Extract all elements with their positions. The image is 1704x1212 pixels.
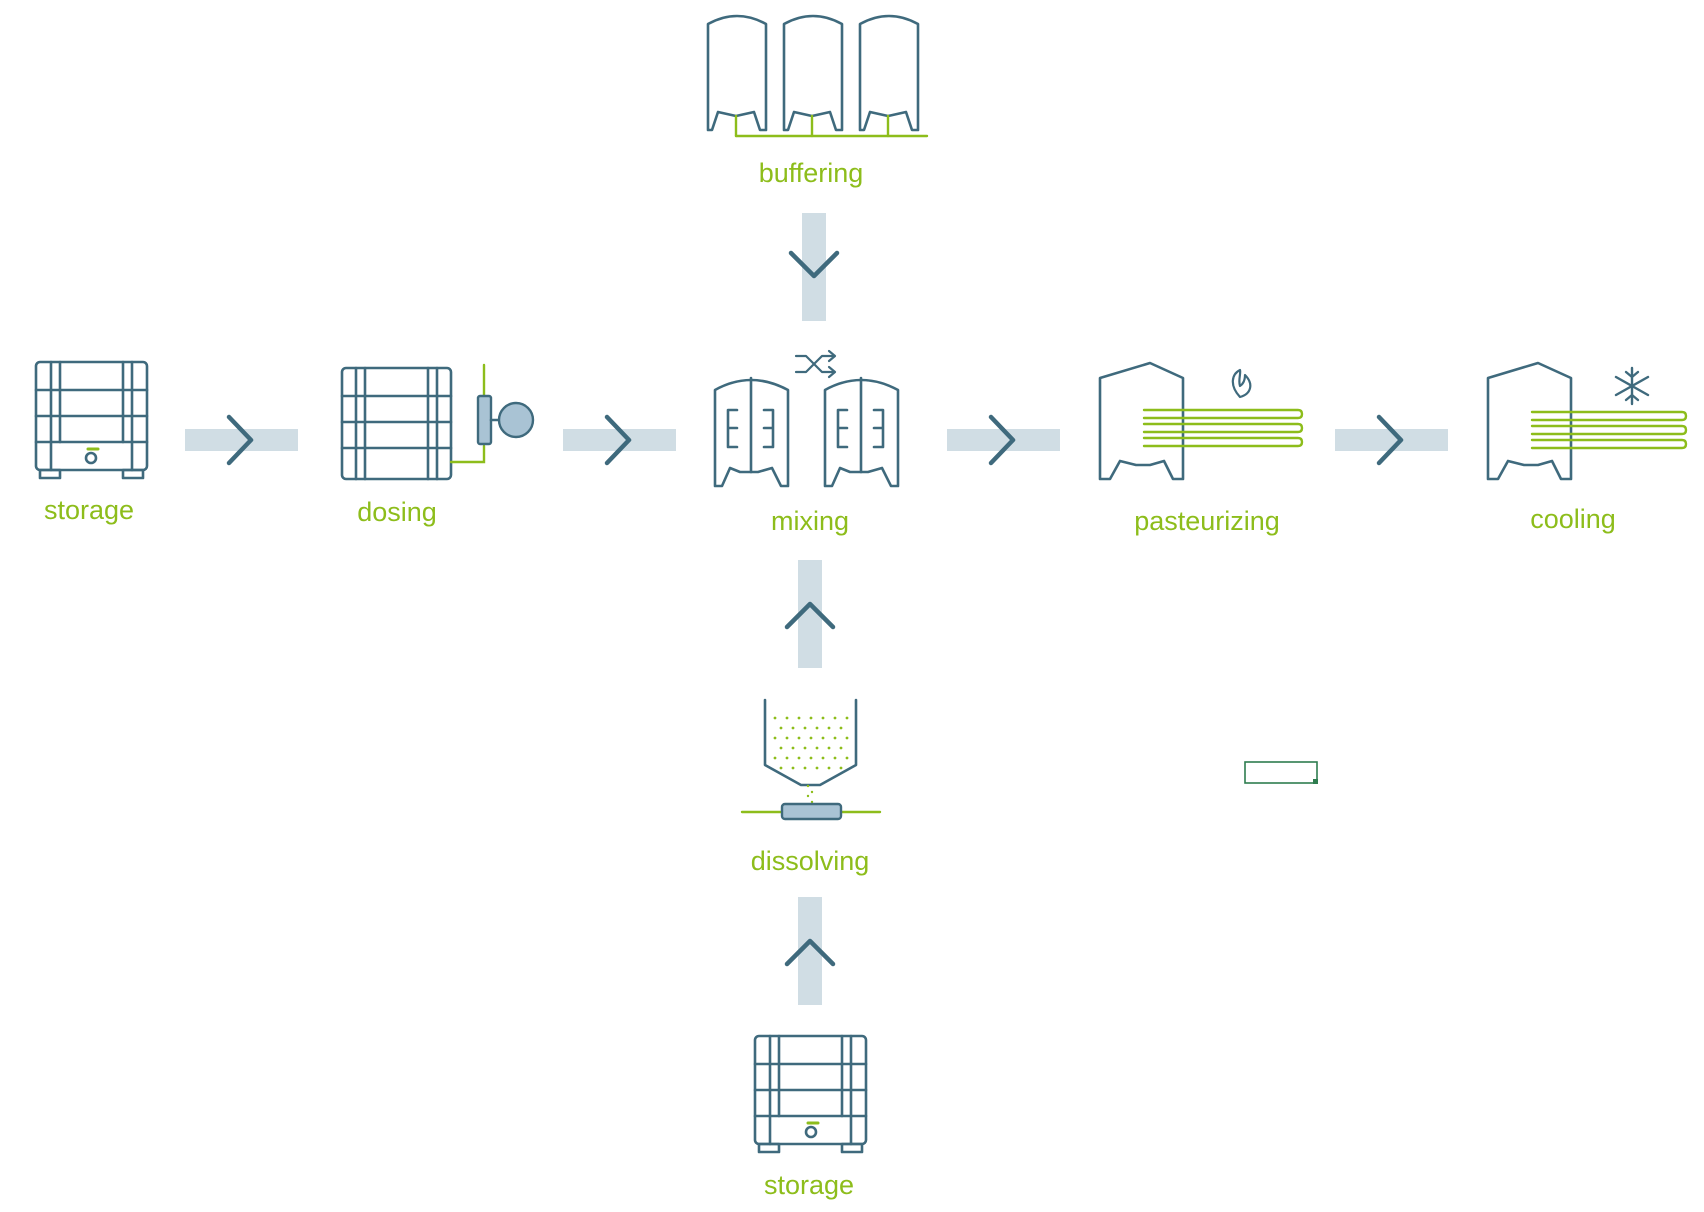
storage-left-node: storage (34, 360, 149, 525)
powder-dot (845, 736, 849, 740)
ibc-container-icon (753, 1034, 868, 1154)
powder-dot (827, 766, 831, 770)
powder-dot (810, 790, 814, 794)
powder-dots (773, 716, 849, 804)
mixing-node: mixing (713, 349, 900, 536)
arrow-storage-to-dosing (185, 414, 298, 466)
storage-bottom-node: storage (753, 1034, 868, 1200)
powder-dot (821, 756, 825, 760)
heating-coil (1142, 408, 1304, 448)
arrow-storage-to-dissolving (784, 897, 836, 1005)
powder-dot (785, 756, 789, 760)
powder-dot (809, 716, 813, 720)
powder-dot (785, 716, 789, 720)
powder-dot (845, 716, 849, 720)
powder-dot (839, 726, 843, 730)
powder-dot (803, 746, 807, 750)
pasteurizing-node: pasteurizing (1098, 361, 1304, 536)
powder-dot (827, 746, 831, 750)
container-with-pump-icon (340, 363, 535, 481)
powder-dot (791, 746, 795, 750)
powder-dot (797, 736, 801, 740)
powder-dot (773, 736, 777, 740)
powder-dot (797, 756, 801, 760)
powder-dot (791, 766, 795, 770)
dosing-label: dosing (357, 497, 437, 527)
powder-dot (806, 784, 810, 788)
buffering-node: buffering (706, 14, 929, 188)
powder-dot (821, 736, 825, 740)
pasteurizing-label: pasteurizing (1134, 506, 1280, 536)
powder-dot (779, 746, 783, 750)
powder-dot (827, 726, 831, 730)
powder-dot (815, 766, 819, 770)
snowflake-icon (1614, 366, 1650, 406)
tank-with-cooling-coil-icon (1486, 361, 1688, 481)
powder-dot (833, 716, 837, 720)
arrow-dosing-to-mixing (563, 414, 676, 466)
twin-mixing-tanks-icon (713, 349, 900, 488)
powder-dot (810, 800, 814, 804)
powder-dot (803, 726, 807, 730)
arrow-pasteurizing-to-cooling (1335, 414, 1448, 466)
powder-dot (809, 756, 813, 760)
selection-marker (1244, 761, 1318, 784)
buffering-label: buffering (759, 158, 864, 188)
storage-left-label: storage (44, 495, 134, 525)
powder-dot (773, 716, 777, 720)
powder-dot (797, 716, 801, 720)
cooling-node: cooling (1486, 361, 1688, 534)
ibc-container-icon (34, 360, 149, 480)
cooling-label: cooling (1530, 504, 1616, 534)
hopper-icon (740, 698, 882, 821)
powder-dot (839, 766, 843, 770)
powder-dot (803, 766, 807, 770)
arrow-buffering-to-mixing (788, 213, 840, 321)
cooling-coil (1530, 410, 1688, 450)
powder-dot (821, 716, 825, 720)
powder-dot (809, 736, 813, 740)
powder-dot (779, 726, 783, 730)
arrow-mixing-to-pasteurizing (947, 414, 1060, 466)
powder-dot (833, 756, 837, 760)
mixing-label: mixing (771, 506, 849, 536)
powder-dot (839, 746, 843, 750)
powder-dot (815, 746, 819, 750)
powder-dot (845, 756, 849, 760)
dosing-node: dosing (340, 363, 535, 527)
powder-dot (773, 756, 777, 760)
powder-dot (833, 736, 837, 740)
three-silos-icon (706, 14, 929, 138)
powder-dot (815, 726, 819, 730)
powder-dot (785, 736, 789, 740)
powder-dot (779, 766, 783, 770)
arrow-dissolving-to-mixing (784, 560, 836, 668)
dissolving-node: dissolving (740, 698, 882, 876)
shuffle-icon (794, 349, 837, 379)
powder-dot (791, 726, 795, 730)
dissolving-label: dissolving (751, 846, 870, 876)
flame-icon (1231, 368, 1252, 399)
powder-dot (806, 794, 810, 798)
storage-bottom-label: storage (764, 1170, 854, 1200)
tank-with-heat-coil-icon (1098, 361, 1304, 481)
